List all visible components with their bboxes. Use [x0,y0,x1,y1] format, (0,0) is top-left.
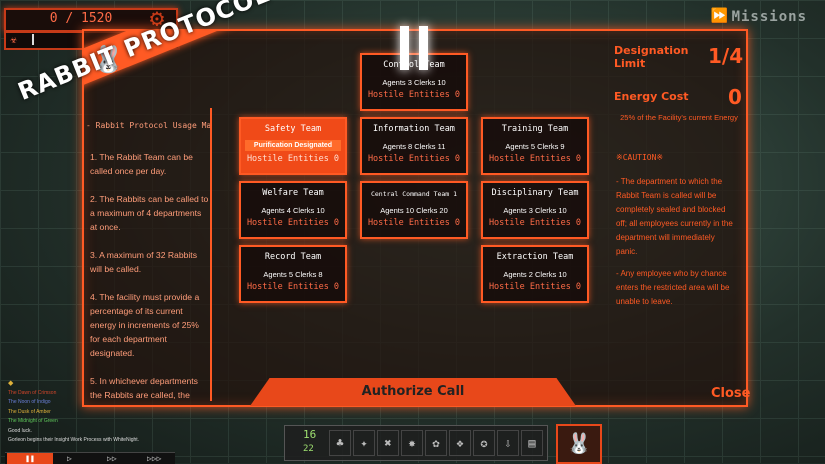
dept-name: Record Team [264,252,322,262]
log-line: Gorleon begins their Insight Work Proces… [8,437,140,443]
authorize-call-button[interactable]: Authorize Call [250,378,576,406]
dept-stats: Agents 4 Clerks 10 [261,206,325,215]
dept-name: Disciplinary Team [491,188,579,198]
rabbit-protocol-icon[interactable]: 🐰 [556,424,602,464]
dept-hostile: Hostile Entities 0 [488,218,582,228]
dept-stats: Agents 2 Clerks 10 [503,270,567,279]
close-button[interactable]: Close [711,386,751,401]
dept-hostile: Hostile Entities 0 [246,154,340,164]
caution-title: ※CAUTION※ [616,153,664,162]
log-line: The Dawn of Crimson [8,389,57,396]
caution-text: - The department to which the Rabbit Tea… [616,177,733,256]
log-line: The Dusk of Amber [8,408,51,415]
dept-hostile: Hostile Entities 0 [246,282,340,292]
ego-slot-icon[interactable]: ✸ [401,430,423,456]
designation-limit-value: 1/4 [708,44,744,68]
ego-gift-bar: 16 22 ♣ ✦ ✖ ✸ ✿ ❖ ✪ ⇩ ▤ [284,425,548,461]
manual-paragraph: 5. In whichever departments the Rabbits … [90,376,198,400]
log-line: The Midnight of Green [8,418,58,424]
dept-name: Safety Team [264,124,322,134]
dept-information-team[interactable]: Information Team Agents 8 Clerks 11 Host… [360,117,468,175]
ego-slot-icon[interactable]: ✖ [377,430,399,456]
manual-paragraph: 3. A maximum of 32 Rabbits will be calle… [90,250,197,274]
biohazard-icon: ☣ [10,32,18,46]
caution-text: - Any employee who by chance enters the … [616,269,730,306]
manual-paragraph: 2. The Rabbits can be called to a maximu… [90,194,209,232]
ego-count-top: 16 [303,428,317,441]
speed-controls: ❚❚ ▷ ▷▷ ▷▷▷ [5,452,175,464]
ego-slot-icon[interactable]: ✪ [473,430,495,456]
dept-name: Control Team [383,60,445,70]
rabbit-icon: 🐰 [92,45,125,75]
pause-button[interactable]: ❚❚ [7,453,53,464]
dept-hostile: Hostile Entities 0 [488,154,582,164]
dept-extraction-team[interactable]: Extraction Team Agents 2 Clerks 10 Hosti… [481,245,589,303]
ego-count-bottom: 22 [303,444,314,454]
gear-icon[interactable]: ⚙ [149,4,165,32]
dept-name: Information Team [373,124,455,134]
ego-slot-icon[interactable]: ❖ [449,430,471,456]
dept-record-team[interactable]: Record Team Agents 5 Clerks 8 Hostile En… [239,245,347,303]
dept-name: Extraction Team [496,252,574,262]
fast-button[interactable]: ▷▷ [107,454,117,463]
dept-training-team[interactable]: Training Team Agents 5 Clerks 9 Hostile … [481,117,589,175]
pause-icon [398,26,430,70]
dept-name: Central Command Team 1 [370,190,458,198]
ego-slot-icon[interactable]: ▤ [521,430,543,456]
log-line: The Noon of Indigo [8,399,51,405]
qliphoth-tick [32,34,34,45]
dept-stats: Agents 3 Clerks 10 [382,78,446,87]
manual-title: - Rabbit Protocol Usage Manual - [86,121,212,130]
dept-control-team[interactable]: Control Team Agents 3 Clerks 10 Hostile … [360,53,468,111]
manual-paragraph: 1. The Rabbit Team can be called once pe… [90,152,193,176]
energy-cost-note: 25% of the Facility's current Energy [620,113,738,122]
dept-welfare-team[interactable]: Welfare Team Agents 4 Clerks 10 Hostile … [239,181,347,239]
dept-name: Training Team [501,124,569,134]
dept-stats: Agents 8 Clerks 11 [382,142,446,151]
dept-hostile: Hostile Entities 0 [246,218,340,228]
dept-stats: Agents 10 Clerks 20 [380,206,448,215]
dept-central-command-team[interactable]: Central Command Team 1 Agents 10 Clerks … [360,181,468,239]
energy-text: 0 / 1520 [49,11,113,26]
dept-safety-team[interactable]: Safety Team Purification Designated Host… [239,117,347,175]
energy-cost-value: 0 [728,85,742,109]
designation-limit-label: Designation Limit [614,44,689,70]
dept-name: Welfare Team [262,188,324,198]
dept-hostile: Hostile Entities 0 [367,90,461,100]
log-line: Good luck. [8,427,32,434]
fast-forward-icon[interactable]: ⏩ [710,8,728,24]
event-log: ◆ The Dawn of Crimson The Noon of Indigo… [8,379,208,446]
usage-manual[interactable]: - Rabbit Protocol Usage Manual - 1. The … [86,108,212,401]
manual-paragraph: 4. The facility must provide a percentag… [90,292,200,358]
ego-slot-icon[interactable]: ⇩ [497,430,519,456]
dept-hostile: Hostile Entities 0 [488,282,582,292]
dept-stats: Agents 5 Clerks 8 [263,270,323,279]
ego-slot-icon[interactable]: ♣ [329,430,351,456]
energy-cost-label: Energy Cost [614,90,689,103]
fastest-button[interactable]: ▷▷▷ [147,454,162,463]
dept-stats: Agents 3 Clerks 10 [503,206,567,215]
missions-button[interactable]: Missions [731,9,807,25]
ego-slot-icon[interactable]: ✿ [425,430,447,456]
ego-slot-icon[interactable]: ✦ [353,430,375,456]
purification-badge: Purification Designated [245,140,341,151]
dept-disciplinary-team[interactable]: Disciplinary Team Agents 3 Clerks 10 Hos… [481,181,589,239]
dept-stats: Agents 5 Clerks 9 [505,142,565,151]
log-icon: ◆ [8,380,14,387]
caution-box: ※CAUTION※ - The department to which the … [616,151,738,317]
dept-hostile: Hostile Entities 0 [367,218,461,228]
dept-hostile: Hostile Entities 0 [367,154,461,164]
play-button[interactable]: ▷ [67,454,72,463]
